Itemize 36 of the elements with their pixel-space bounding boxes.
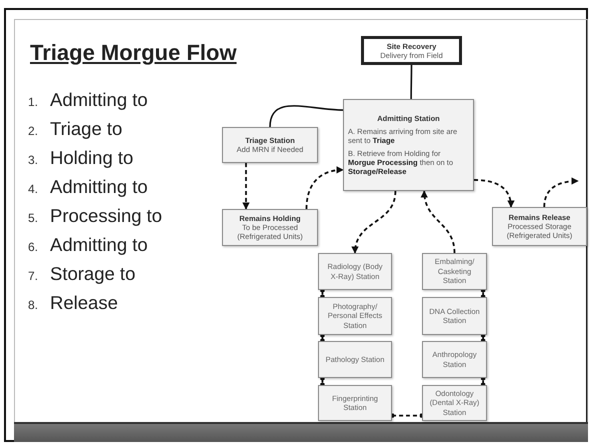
list-item: Storage to [50, 262, 136, 286]
connector-arrow [242, 163, 250, 210]
process-box [222, 209, 318, 246]
list-item: Holding to [50, 146, 134, 170]
process-box [222, 127, 318, 163]
list-item: Admitting to [50, 175, 149, 200]
connector-arrow [543, 178, 579, 208]
list-item: Processing to [50, 204, 164, 228]
station-box [422, 297, 487, 335]
station-box [318, 385, 392, 421]
list-item: Admitting to [50, 88, 149, 112]
station-box [422, 341, 487, 378]
process-box [492, 207, 587, 246]
slide-title: Triage Morgue Flow [30, 40, 237, 66]
connector-arrow [474, 179, 514, 208]
list-number: 8. [28, 298, 40, 312]
list-number: 1. [28, 95, 40, 109]
station-box [422, 385, 487, 421]
list-number: 5. [28, 211, 40, 226]
list-item: Triage to [50, 117, 124, 142]
process-box [343, 99, 474, 191]
list-item: Admitting to [50, 233, 149, 258]
connector-arrow [306, 166, 344, 210]
list-number: 3. [28, 153, 40, 168]
station-box [422, 253, 487, 290]
connector-arrow [421, 190, 456, 254]
process-box [361, 36, 462, 65]
station-box [318, 341, 392, 378]
list-number: 7. [28, 269, 40, 284]
station-box [318, 253, 392, 290]
list-number: 6. [28, 240, 40, 254]
station-box [318, 297, 392, 335]
list-number: 4. [28, 182, 40, 196]
list-item: Release [50, 291, 119, 316]
connector-arrow [352, 190, 396, 254]
list-number: 2. [28, 124, 40, 138]
